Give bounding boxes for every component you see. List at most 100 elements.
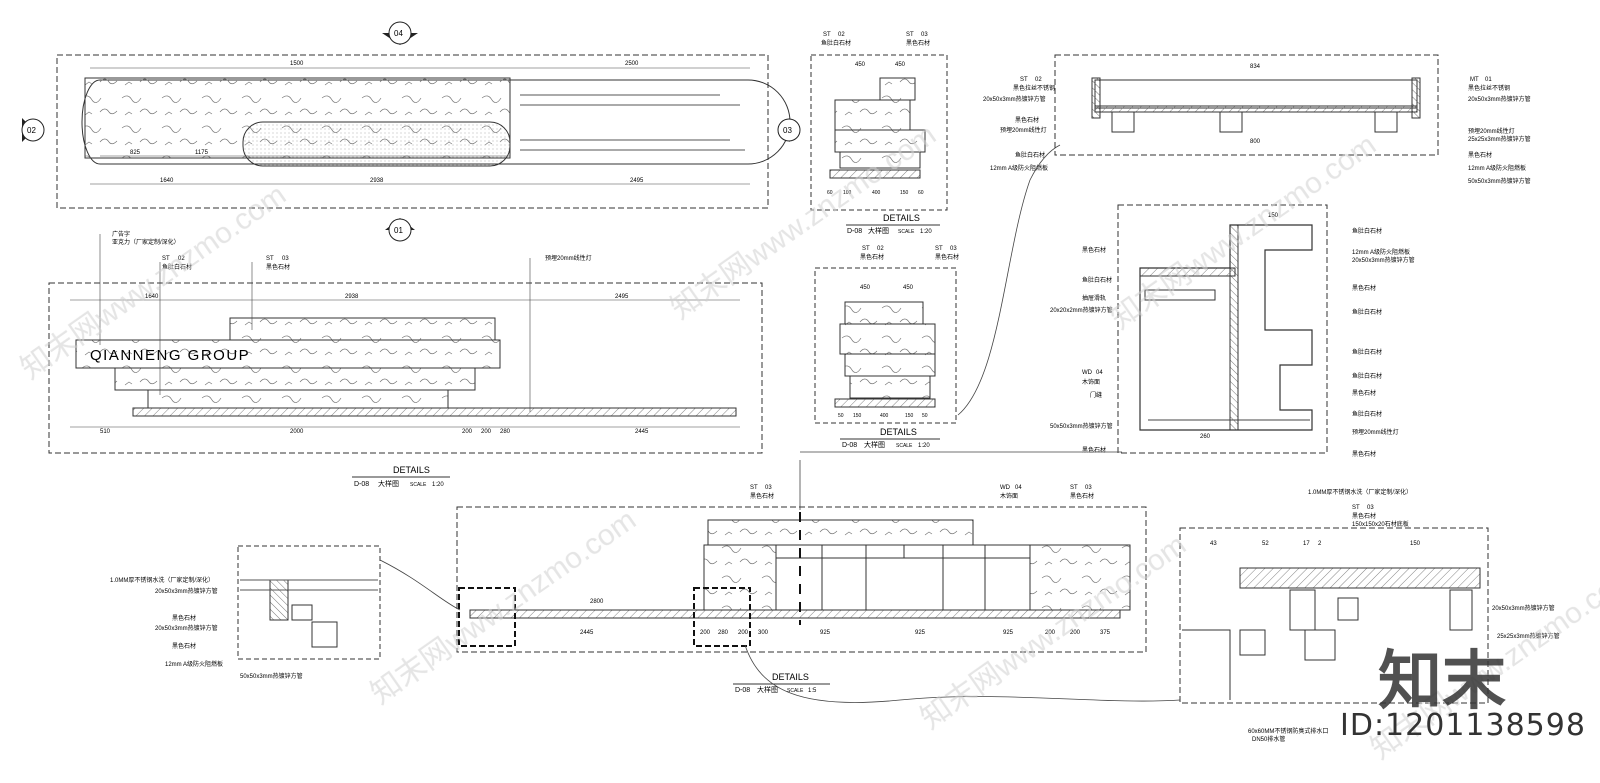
plan-dim-bot-3: 2495 [630,178,644,184]
section-02-detail: 450 450 60 100 400 150 60 ST 02 鱼肚白石材 ST… [810,32,948,211]
svg-text:03: 03 [1367,505,1374,511]
svg-text:150: 150 [1268,213,1279,219]
svg-text:25x25x3mm热镀锌方管: 25x25x3mm热镀锌方管 [1468,135,1531,143]
svg-text:抽屉滑轨: 抽屉滑轨 [1082,294,1106,302]
svg-text:ST: ST [935,246,943,252]
svg-text:20x50x3mm热镀锌方管: 20x50x3mm热镀锌方管 [1492,604,1555,612]
svg-text:1.0MM厚不锈钢水洗（厂家定制/深化）: 1.0MM厚不锈钢水洗（厂家定制/深化） [1308,488,1412,496]
callout-box-left[interactable] [458,587,516,647]
section-marker-02[interactable]: 02 [21,118,45,142]
plan-dim-mid-2: 1175 [195,150,209,156]
svg-text:450: 450 [855,62,866,68]
section-marker-01[interactable]: 01 [385,218,415,242]
svg-text:黑色石材: 黑色石材 [1352,450,1376,458]
svg-text:黑色石材: 黑色石材 [860,253,884,261]
detail-title-d4: DETAILS D-08 大样图 SCALE 1:5 [733,672,830,694]
elev-dim-bot-3: 200 [462,429,473,435]
svg-text:ST: ST [862,246,870,252]
svg-text:1:20: 1:20 [432,482,444,488]
svg-text:20x50x3mm热镀锌方管: 20x50x3mm热镀锌方管 [983,95,1046,103]
svg-text:925: 925 [915,630,926,636]
svg-text:大样图: 大样图 [864,440,885,449]
svg-text:150: 150 [853,413,862,419]
svg-text:鱼肚白石材: 鱼肚白石材 [1082,276,1112,284]
svg-text:预埋20mm线性灯: 预埋20mm线性灯 [1352,428,1399,436]
section-03-detail: 450 450 50 150 400 150 50 ST 02 黑色石材 ST … [814,246,959,424]
elev-label-black: 黑色石材 [266,263,290,271]
elev-dim-bot-2: 2000 [290,429,304,435]
svg-text:52: 52 [1262,541,1269,547]
detail-title-d2: DETAILS D-08 大样图 SCALE 1:20 [846,213,940,235]
svg-text:D-08: D-08 [847,228,862,235]
plan-dim-top-1: 1500 [290,61,304,67]
svg-text:02: 02 [877,246,884,252]
svg-text:SCALE: SCALE [896,443,913,449]
elev-label-acrylic: 亚克力（厂家定制/深化） [112,238,180,246]
svg-text:ST: ST [750,485,758,491]
svg-text:50x50x3mm热镀锌方管: 50x50x3mm热镀锌方管 [240,672,303,680]
svg-text:150: 150 [905,413,914,419]
leader-curve-3 [744,644,1181,703]
svg-text:50: 50 [838,413,844,419]
svg-text:04: 04 [1015,485,1022,491]
front-elevation: QIANNENG GROUP 1640 2938 2495 510 2000 2… [48,230,763,454]
svg-text:50: 50 [922,413,928,419]
svg-text:03: 03 [950,246,957,252]
svg-text:预埋20mm线性灯: 预埋20mm线性灯 [1000,126,1047,134]
svg-text:DETAILS: DETAILS [883,213,920,223]
section-marker-04[interactable]: 04 [382,21,418,45]
elev-label-snow: 鱼肚白石材 [162,263,192,271]
elev-dim-top-3: 2495 [615,294,629,300]
watermark-layer: 知末网www.znzmo.com 知末网www.znzmo.com 知末网www… [15,118,1600,766]
svg-text:20x20x2mm热镀锌方管: 20x20x2mm热镀锌方管 [1050,306,1113,314]
svg-text:黑色石材: 黑色石材 [906,39,930,47]
svg-text:大样图: 大样图 [868,226,889,235]
drain-detail-right: 43 52 17 2 150 1.0MM厚不锈钢水洗（厂家定制/深化） ST 0… [1179,488,1560,743]
svg-text:DETAILS: DETAILS [393,465,430,475]
svg-text:D-08: D-08 [354,481,369,488]
detail-title-d1: DETAILS D-08 大样图 SCALE 1:20 [352,465,450,488]
svg-text:ST: ST [823,32,831,38]
svg-text:17: 17 [1303,541,1310,547]
svg-text:DETAILS: DETAILS [880,427,917,437]
svg-text:2445: 2445 [580,630,594,636]
svg-text:400: 400 [872,190,881,196]
svg-text:鱼肚白石材: 鱼肚白石材 [1015,151,1045,159]
callout-box-right[interactable] [693,587,751,647]
svg-text:20x50x3mm热镀锌方管: 20x50x3mm热镀锌方管 [155,587,218,595]
svg-text:知末网www.znzmo.com: 知末网www.znzmo.com [1105,128,1382,336]
section-marker-03[interactable]: 03 [777,118,801,142]
svg-text:20x50x3mm热镀锌方管: 20x50x3mm热镀锌方管 [1468,95,1531,103]
svg-text:01: 01 [1485,77,1492,83]
elev-label-light: 预埋20mm线性灯 [545,254,592,262]
svg-text:黑色石材: 黑色石材 [1352,284,1376,292]
svg-text:SCALE: SCALE [898,229,915,235]
svg-text:鱼肚白石材: 鱼肚白石材 [821,39,851,47]
svg-text:150: 150 [1410,541,1421,547]
svg-text:D-08: D-08 [842,442,857,449]
svg-text:1.0MM厚不锈钢水洗（厂家定制/深化）: 1.0MM厚不锈钢水洗（厂家定制/深化） [110,576,214,584]
plan-dim-mid-1: 825 [130,150,141,156]
svg-text:门缝: 门缝 [1090,391,1102,399]
id-label: ID:1201138598 [1340,708,1586,743]
svg-text:02: 02 [178,256,185,262]
svg-text:黑色石材: 黑色石材 [1082,446,1106,454]
elev-dim-top-2: 2938 [345,294,359,300]
svg-text:ST: ST [266,256,274,262]
svg-text:150x150x20石材底板: 150x150x20石材底板 [1352,520,1409,528]
svg-text:50x50x3mm热镀锌方管: 50x50x3mm热镀锌方管 [1050,422,1113,430]
svg-text:ST: ST [1070,485,1078,491]
leader-curve-4 [379,559,461,611]
svg-text:375: 375 [1100,630,1111,636]
svg-text:黑色石材: 黑色石材 [172,614,196,622]
svg-text:黑色石材: 黑色石材 [1082,246,1106,254]
svg-text:200: 200 [700,630,711,636]
elev-dim-bot-6: 2445 [635,429,649,435]
svg-text:200: 200 [738,630,749,636]
svg-text:200: 200 [1070,630,1081,636]
top-right-section: 834 800 黑色拉丝不锈钢 20x50x3mm热镀锌方管 黑色石材 预埋20… [983,54,1531,185]
svg-text:大样图: 大样图 [378,479,399,488]
svg-text:04: 04 [394,29,403,38]
svg-text:450: 450 [860,285,871,291]
